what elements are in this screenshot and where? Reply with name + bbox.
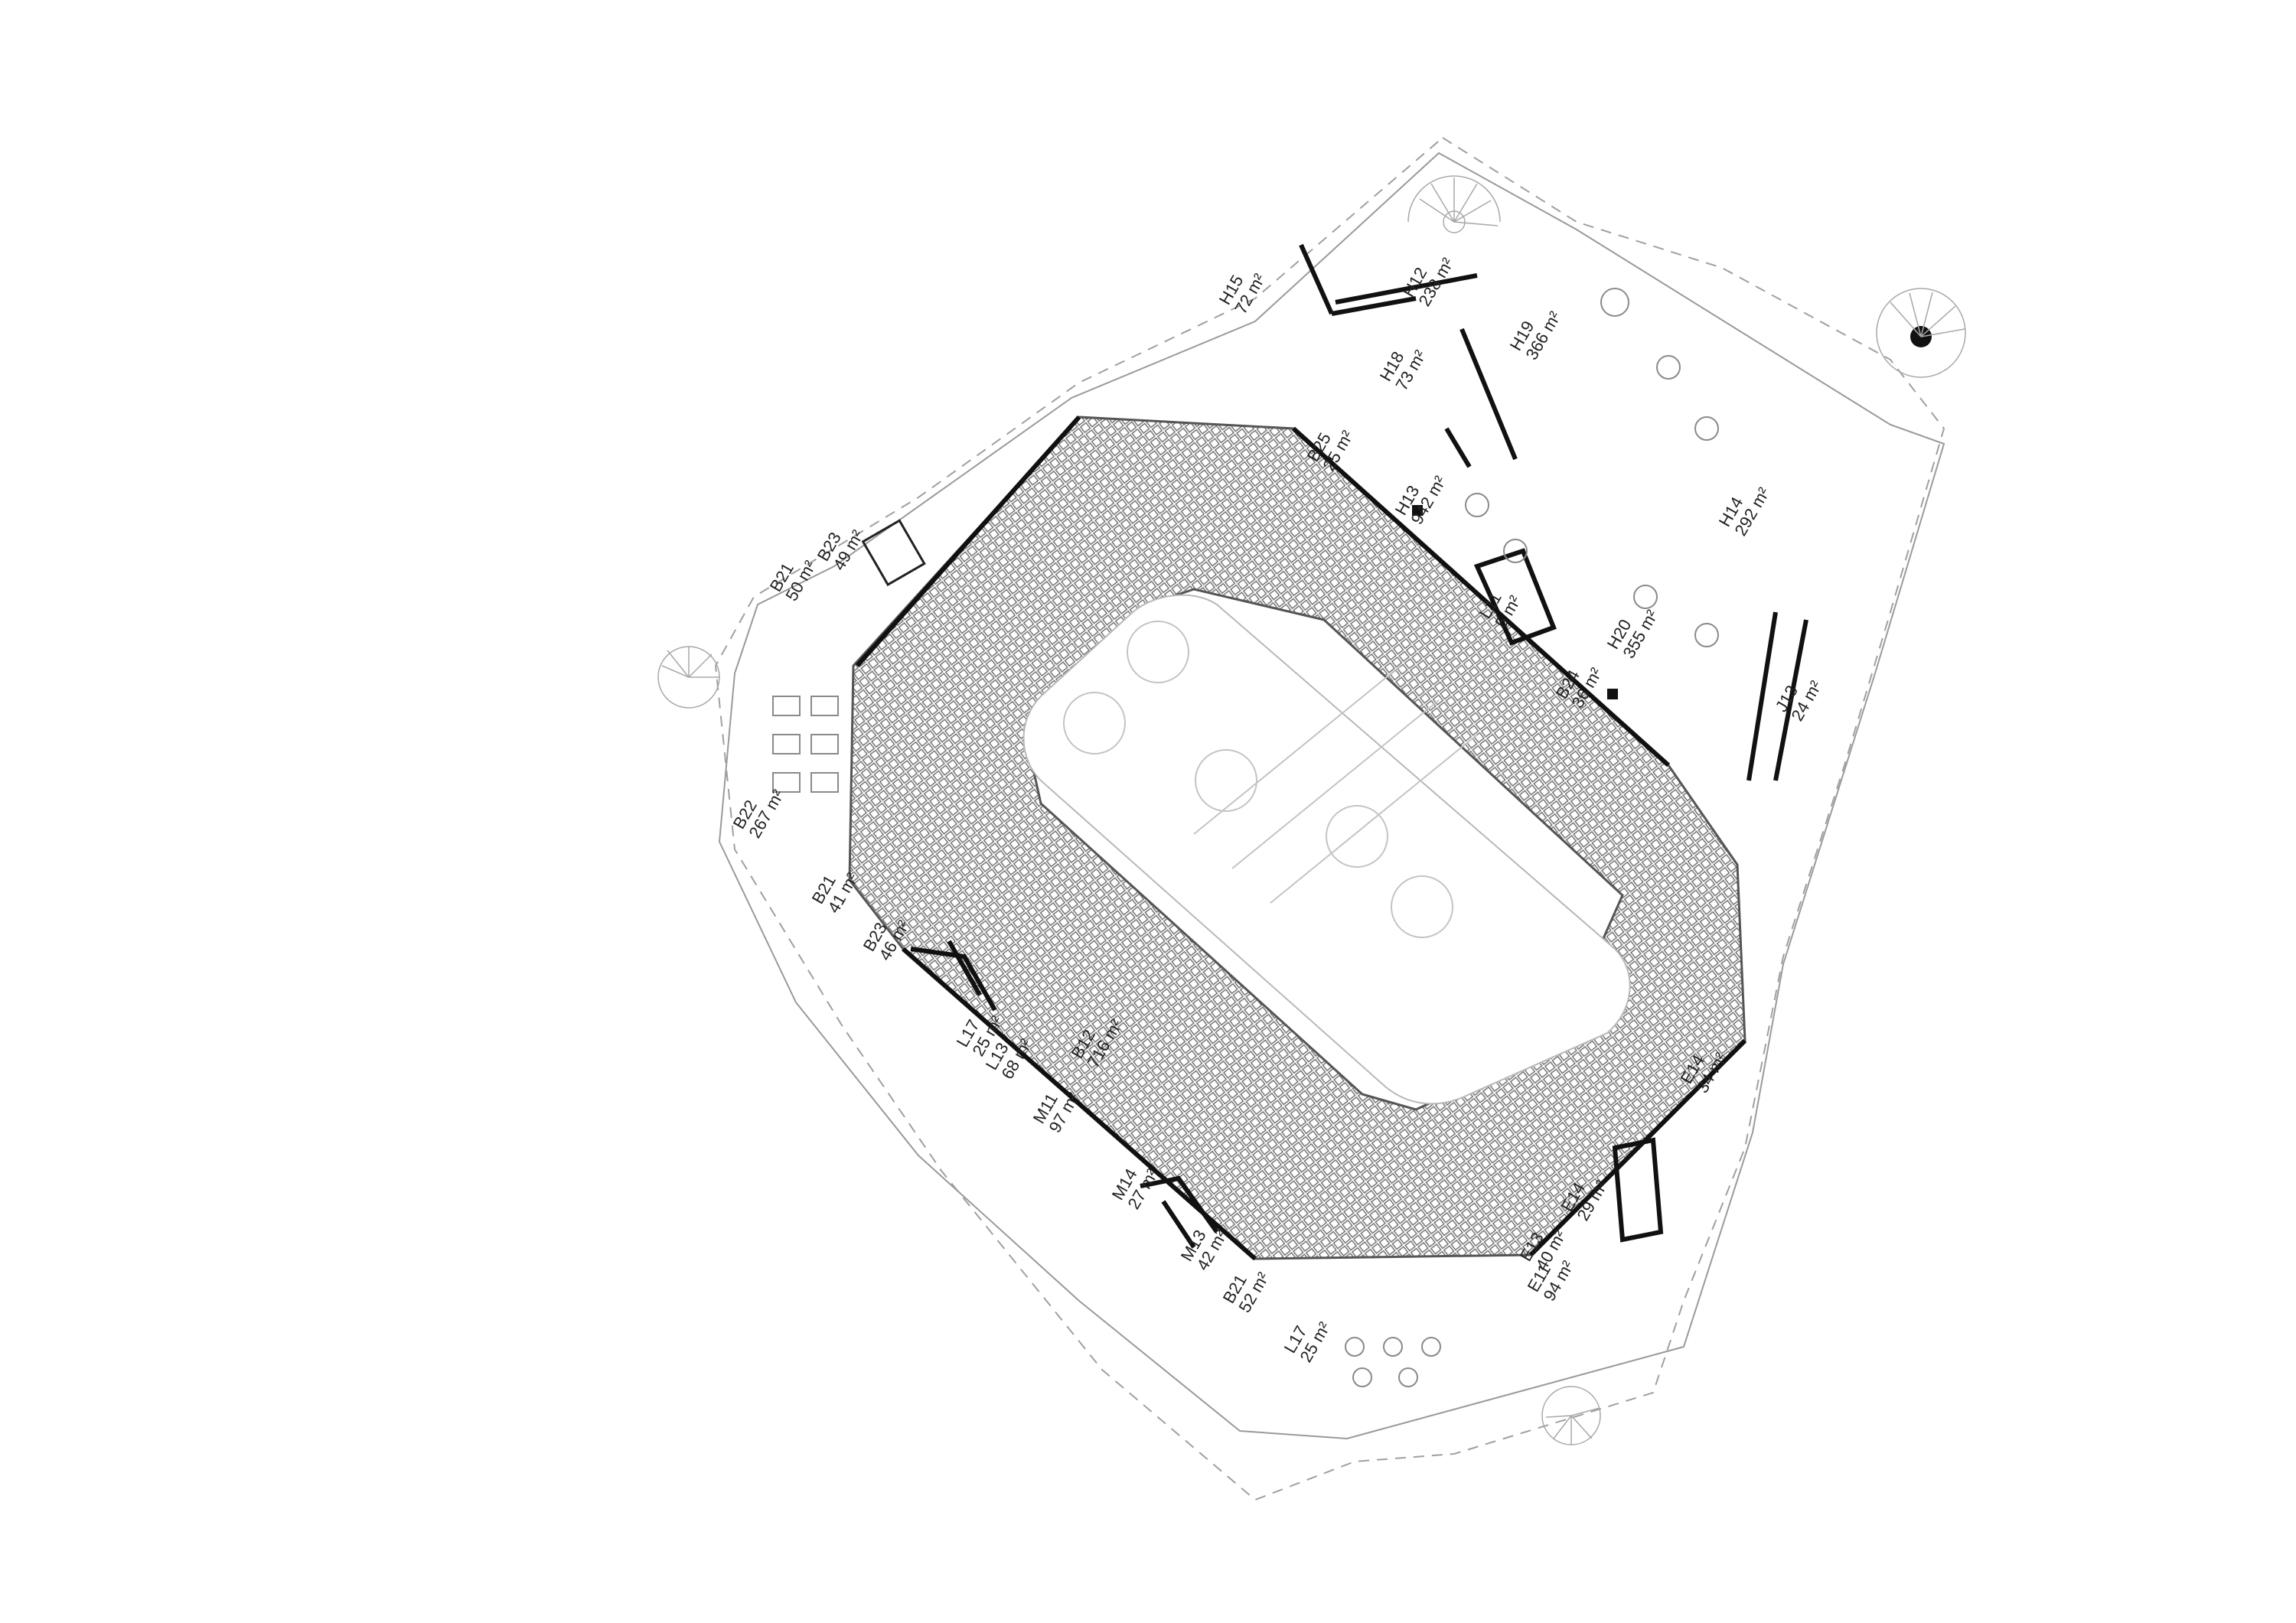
- room-label: H14292 m²: [1715, 475, 1774, 539]
- room-label: H1572 m²: [1215, 261, 1270, 317]
- room-label: H20355 m²: [1603, 598, 1662, 662]
- room-label: L1725 m²: [1280, 1309, 1335, 1365]
- room-label: B22267 m²: [729, 777, 788, 842]
- spiral-stair-south: [1541, 1386, 1601, 1445]
- spiral-stair-east: [1876, 288, 1966, 378]
- room-label: H1873 m²: [1376, 337, 1430, 393]
- room-label: B2152 m²: [1219, 1260, 1274, 1315]
- room-label: J1324 m²: [1772, 668, 1826, 724]
- ice-rink: [1022, 594, 1631, 1105]
- building-outline: [718, 152, 1945, 1440]
- site-boundary-dashed: [714, 136, 1945, 1501]
- spiral-stair-west: [657, 646, 720, 709]
- room-label: H13942 m²: [1391, 464, 1450, 528]
- spiral-stair-north: [1407, 175, 1501, 233]
- room-label: B2349 m²: [814, 517, 868, 573]
- furniture: [772, 288, 1719, 1387]
- wall-cores: [855, 243, 1808, 1261]
- room-label: H19366 m²: [1506, 299, 1565, 363]
